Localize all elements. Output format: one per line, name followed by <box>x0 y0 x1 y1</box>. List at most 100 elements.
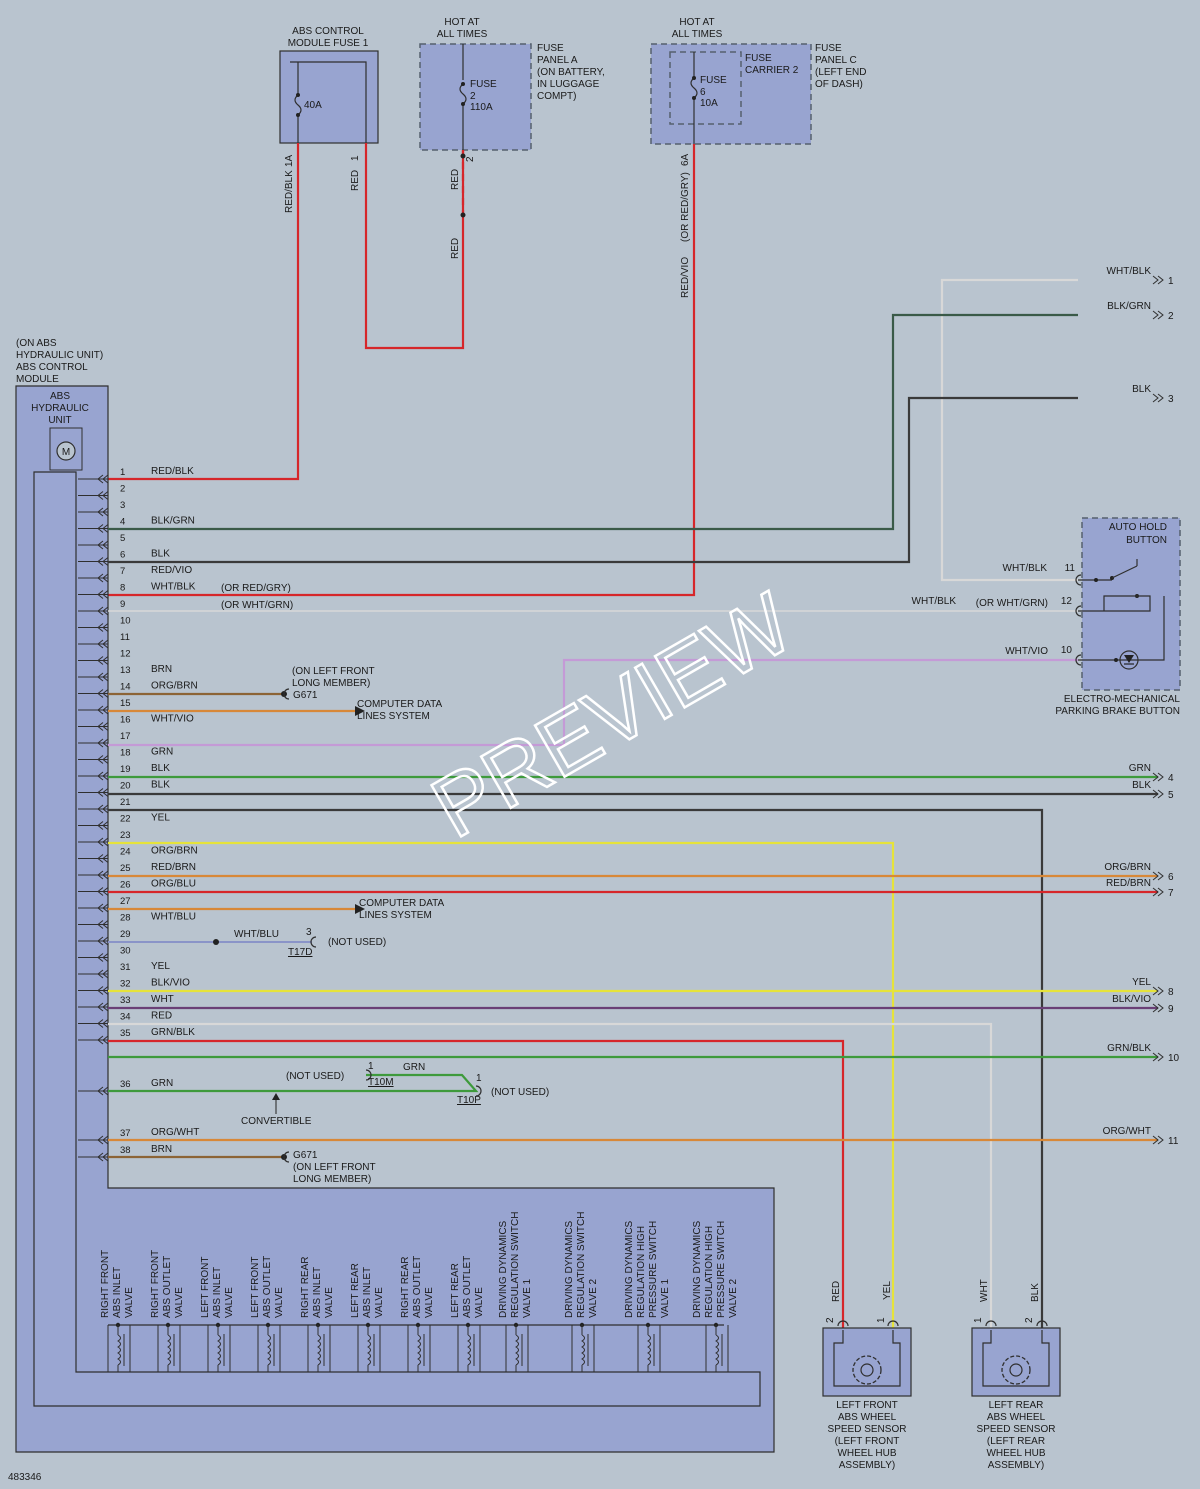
switch-contact-icon <box>1111 565 1138 579</box>
terminal-number: 3 <box>1168 394 1174 405</box>
motor-housing <box>49 427 83 471</box>
sensor-lf-label-4: (LEFT FRONT <box>835 1436 900 1447</box>
note-not-used-1: (NOT USED) <box>328 937 386 948</box>
panel-c-hot-1: HOT AT <box>679 17 714 28</box>
sensor-lr-box <box>971 1327 1061 1397</box>
pin-number: 35 <box>120 1028 131 1039</box>
sensor-lf-label-1: LEFT FRONT <box>836 1400 897 1411</box>
valve-label-line: VALVE <box>424 1287 435 1318</box>
terminal-arrow-icon <box>1157 275 1164 285</box>
terminal-arrow-icon <box>1157 310 1164 320</box>
valve-label-line: VALVE 1 <box>522 1278 533 1318</box>
pin-wire-color: WHT/VIO <box>151 714 194 725</box>
module-pin-7: 7 RED/VIO <box>78 565 192 583</box>
valve-label-line: VALVE <box>474 1287 485 1318</box>
pin-number: 28 <box>120 913 131 924</box>
sensor-lf-wire-yel: YEL <box>882 1281 893 1300</box>
note-g671a-3: G671 <box>293 690 318 701</box>
pin-number: 33 <box>120 995 131 1006</box>
pin-number: 12 <box>120 649 131 660</box>
valve-label-line: ABS INLET <box>212 1267 223 1318</box>
terminal-wire-color: BLK/GRN <box>1107 301 1151 312</box>
solenoid-coil-icon <box>647 1334 651 1366</box>
hydraulic-unit-label-1: ABS <box>50 391 70 402</box>
sensor-lf-coil <box>833 1330 901 1387</box>
valve-label-line: REGULATION SWITCH <box>576 1212 587 1318</box>
ground-g671-lower-icon <box>281 1151 290 1163</box>
valve-label-line: VALVE <box>324 1287 335 1318</box>
pin-number: 3 <box>120 500 125 511</box>
module-label-4: MODULE <box>16 374 59 385</box>
pin-wire-color: ORG/BRN <box>151 681 198 692</box>
panel-a-label-5: COMPT) <box>537 91 576 102</box>
terminal-arrow-icon <box>1152 1052 1159 1062</box>
motor-icon <box>56 441 76 461</box>
valve-label-line: VALVE <box>274 1287 285 1318</box>
pin-number: 11 <box>120 632 130 643</box>
terminal-arrow-icon <box>1152 310 1159 320</box>
terminal-arrow-icon <box>1152 789 1159 799</box>
panel-c-carrier-box <box>669 51 742 125</box>
terminal-arrow-icon <box>1157 986 1164 996</box>
auto-hold-wire-12: WHT/BLK <box>912 596 957 607</box>
panel-c-pin: 6A <box>680 153 691 166</box>
terminal-arrow-icon <box>1157 789 1164 799</box>
auto-hold-label-1: ELECTRO-MECHANICAL <box>1064 694 1181 705</box>
valve-label-line: ABS OUTLET <box>462 1256 473 1318</box>
panel-a-hot-2: ALL TIMES <box>437 29 488 40</box>
terminal-number: 1 <box>1168 276 1174 287</box>
valve-label-line: LEFT FRONT <box>250 1257 261 1318</box>
panel-a-fuse-2: 2 <box>470 91 476 102</box>
module-pin-9: 9 <box>78 599 125 616</box>
solenoid-coil-icon <box>417 1334 421 1366</box>
panel-a-fuse-3: 110A <box>470 102 493 113</box>
pin-wire-color: BLK <box>151 780 170 791</box>
valve-label-line: RIGHT REAR <box>400 1257 411 1319</box>
pin-number: 22 <box>120 814 131 825</box>
valve-label-line: DRIVING DYNAMICS <box>692 1220 703 1318</box>
panel-c-fuse-3: 10A <box>700 98 718 109</box>
wht-blu-splice <box>213 939 219 945</box>
terminal-arrow-icon <box>1152 871 1159 881</box>
pin-number: 36 <box>120 1079 131 1090</box>
note-t10p-pin: 1 <box>476 1073 482 1084</box>
sensor-lf-label-3: SPEED SENSOR <box>828 1424 907 1435</box>
diagram-code: 483346 <box>8 1472 42 1483</box>
valve-label-line: RIGHT FRONT <box>150 1250 161 1318</box>
terminal-arrow-icon <box>1152 275 1159 285</box>
sensor-lf-pin-2: 2 <box>825 1317 836 1323</box>
fuse1-pin-left: 1A <box>284 154 295 167</box>
pin-number: 13 <box>120 665 131 676</box>
note-t17d-wire: WHT/BLU <box>234 929 279 940</box>
wire-yel-p22 <box>108 841 895 1328</box>
fuse1-node-top <box>296 93 300 97</box>
pin-wire-color: BRN <box>151 664 172 675</box>
solenoid-coil-icon <box>167 1334 171 1366</box>
sensor-lr-tone-wheel-icon <box>1001 1355 1031 1385</box>
valve-label-line: PRESSURE SWITCH <box>716 1221 727 1318</box>
panel-a-pin: 2 <box>465 156 476 162</box>
pin-number: 7 <box>120 566 125 577</box>
pin-number: 9 <box>120 599 125 610</box>
terminal-wire-color: GRN/BLK <box>1107 1043 1151 1054</box>
pin-wire-color: GRN/BLK <box>151 1027 195 1038</box>
pin-wire-color: RED/VIO <box>151 565 192 576</box>
pin-number: 5 <box>120 533 125 544</box>
sensor-lr-label-1: LEFT REAR <box>989 1400 1044 1411</box>
terminal-wire-color: BLK/VIO <box>1112 994 1151 1005</box>
panel-a-label-3: (ON BATTERY, <box>537 67 605 78</box>
note-cds2-1: COMPUTER DATA <box>359 898 445 909</box>
pin-number: 37 <box>120 1128 131 1139</box>
module-pin-3: 3 <box>78 500 125 517</box>
